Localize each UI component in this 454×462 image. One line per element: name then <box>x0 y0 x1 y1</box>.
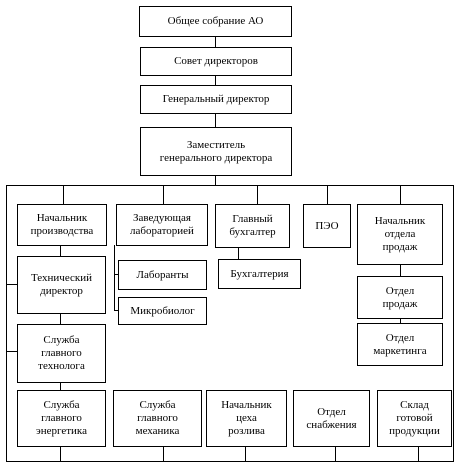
chief-technologist-box: Служба главного технолога <box>17 324 106 383</box>
production-head-box: Начальник производства <box>17 204 107 246</box>
supply-department-box: Отдел снабжения <box>293 390 370 447</box>
microbiologist-box: Микробиолог <box>118 297 207 325</box>
board-box: Совет директоров <box>140 47 292 76</box>
sales-head-box: Начальник отдела продаж <box>357 204 443 265</box>
general-meeting-box: Общее собрание АО <box>139 6 292 37</box>
finished-goods-warehouse-box: Склад готовой продукции <box>377 390 452 447</box>
technical-director-box: Технический директор <box>17 256 106 314</box>
chief-power-engineer-box: Служба главного энергетика <box>17 390 106 447</box>
sales-department-box: Отдел продаж <box>357 276 443 319</box>
chief-mechanic-box: Служба главного механика <box>113 390 202 447</box>
ceo-box: Генеральный директор <box>140 85 292 114</box>
lab-assistants-box: Лаборанты <box>118 260 207 290</box>
lab-head-box: Заведующая лабораторией <box>116 204 208 246</box>
marketing-department-box: Отдел маркетинга <box>357 323 443 366</box>
chief-accountant-box: Главный бухгалтер <box>215 204 290 248</box>
deputy-box: Заместитель генерального директора <box>140 127 292 176</box>
bottling-shop-head-box: Начальник цеха розлива <box>206 390 287 447</box>
peo-box: ПЭО <box>303 204 351 248</box>
accounting-box: Бухгалтерия <box>218 259 301 289</box>
